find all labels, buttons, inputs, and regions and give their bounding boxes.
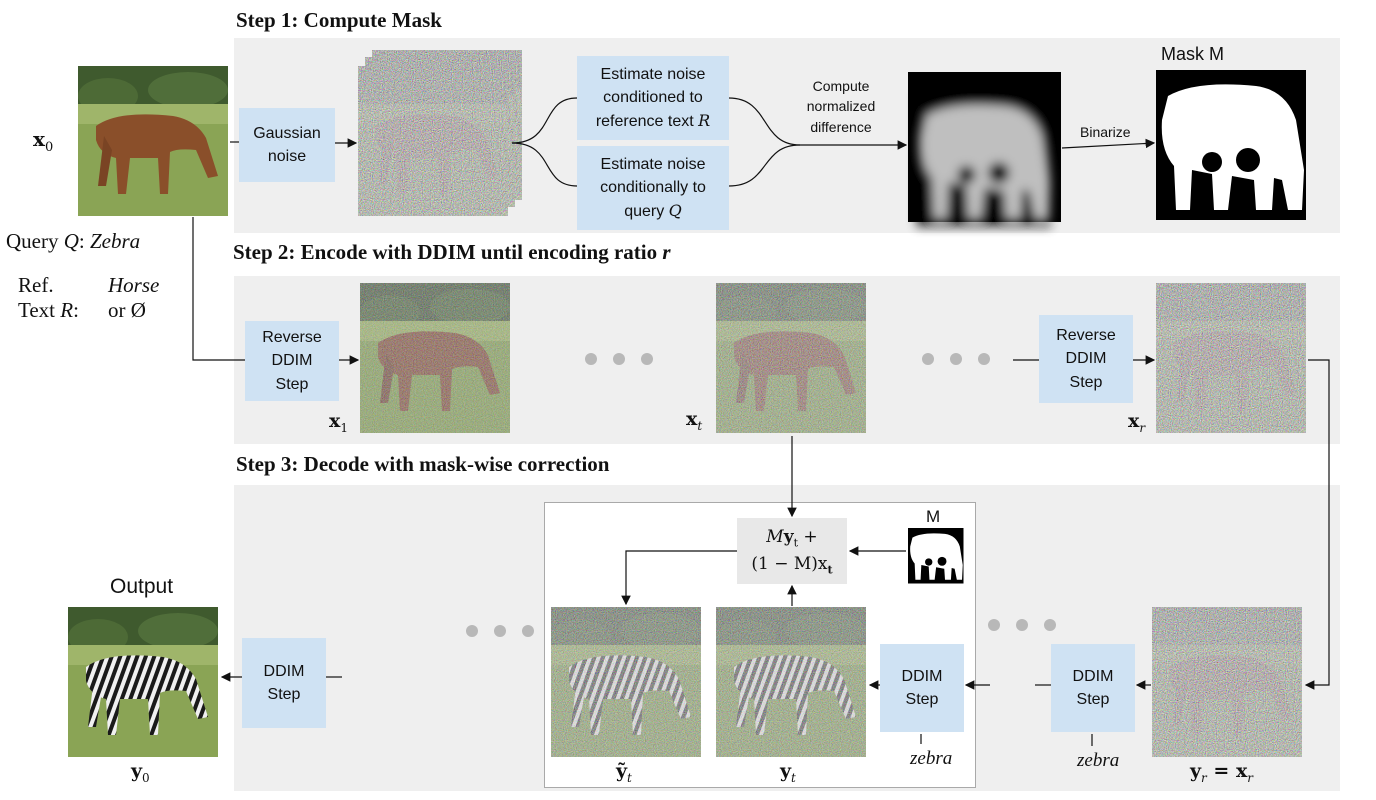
ytilde-image [551, 607, 701, 757]
mask-m-small-label: M [926, 507, 941, 526]
output-label: Output [110, 575, 174, 598]
query-label: Query Q: Zebra [6, 229, 141, 253]
zebra-condition-label-2: zebra [1077, 750, 1120, 771]
x0-label: x0 [33, 127, 54, 155]
mask-m-small-image [908, 528, 964, 584]
x1-image [360, 283, 510, 433]
ddim-step-right-box: DDIM Step [1051, 644, 1135, 732]
y0-zebra-output-image [68, 607, 218, 757]
xt-image [716, 283, 866, 433]
yr-image [1152, 607, 1302, 757]
step3-title: Step 3: Decode with mask-wise correction [236, 452, 610, 476]
xt-label: xt [686, 408, 703, 433]
gaussian-noise-box: Gaussian noise [239, 108, 335, 182]
binarize-label: Binarize [1080, 124, 1131, 140]
ddim-step-inner-box: DDIM Step [880, 644, 964, 732]
ref-value-or-empty: or Ø [108, 298, 146, 322]
xr-image [1156, 283, 1306, 433]
mask-m-image [1156, 70, 1306, 220]
mask-correction-formula: Myt + (1 − M)xt [737, 518, 847, 584]
ellipsis-step3-right [988, 619, 1056, 631]
ytilde-label: ỹt [616, 760, 632, 785]
xr-label: xr [1128, 410, 1146, 435]
ref-value-horse: Horse [108, 273, 160, 297]
ddim-step-output-box: DDIM Step [242, 638, 326, 728]
ellipsis-step2-left [585, 353, 653, 365]
y0-label: y0 [131, 760, 150, 785]
yt-label: yt [780, 760, 796, 785]
reverse-ddim-step-box-1: Reverse DDIM Step [245, 321, 339, 401]
yr-equals-xr-label: yr = xr [1190, 760, 1254, 785]
step2-title: Step 2: Encode with DDIM until encoding … [233, 240, 671, 264]
ref-text-label-line1: Ref. [18, 273, 54, 297]
x1-label: x1 [329, 410, 348, 435]
ref-text-label-line2: Text R: [18, 298, 79, 322]
zebra-condition-label-1: zebra [910, 748, 953, 769]
noisy-horse-image [358, 66, 508, 216]
ellipsis-step2-right [922, 353, 990, 365]
x0-horse-image [78, 66, 228, 216]
yt-image [716, 607, 866, 757]
step1-title: Step 1: Compute Mask [236, 8, 442, 32]
difference-map-image [908, 72, 1061, 227]
mask-m-title: Mask M [1161, 44, 1224, 64]
ellipsis-step3-left [466, 625, 534, 637]
reverse-ddim-step-box-2: Reverse DDIM Step [1039, 315, 1133, 403]
